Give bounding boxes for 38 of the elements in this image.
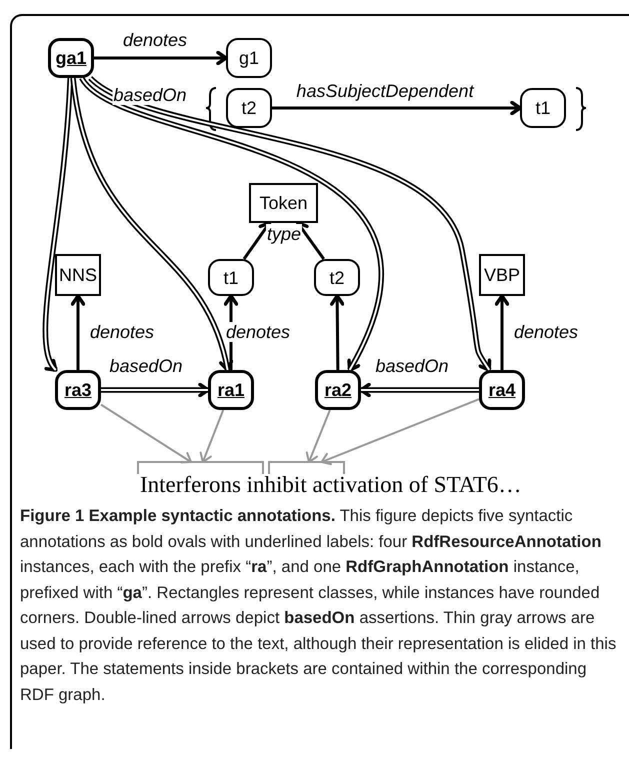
figure-caption: Figure 1 Example syntactic annotations. This figure depicts five syntactic annotations as bold ovals with underlined labels: four RdfResourceAnnotation instances, each with the prefix “ra”, and one RdfGraphAnnotation instance, prefixed with “ga”. Rectangles represent classes, while instances have rounded corners. Double-lined arrows depict basedOn assertions. Thin gray arrows are used to provide reference to the text, although their representation is elided in this paper. The statements inside brackets are contained within the corresponding RDF graph. xyxy=(20,506,618,706)
arrow xyxy=(272,100,522,116)
arrow xyxy=(94,50,228,66)
class-box: VBP xyxy=(479,254,525,296)
double-line-arrow xyxy=(80,76,384,372)
instance-node: t2 xyxy=(314,259,360,296)
double-line-arrow xyxy=(101,382,210,398)
instance-node: t1 xyxy=(208,259,254,296)
arrow xyxy=(200,410,224,463)
double-line-arrow xyxy=(70,78,233,372)
instance-node: t1 xyxy=(520,88,566,128)
instance-node: g1 xyxy=(226,38,272,78)
edge-label: type xyxy=(266,224,302,244)
arrow xyxy=(330,294,344,370)
arrow xyxy=(100,404,192,464)
arrow xyxy=(242,221,272,260)
arrow xyxy=(296,221,325,260)
annotation-node: ga1 xyxy=(48,38,94,78)
annotation-node: ra2 xyxy=(315,370,361,410)
annotation-node: ra4 xyxy=(479,370,525,410)
edge-label: denotes xyxy=(224,322,292,342)
arrow xyxy=(494,294,510,370)
class-box: NNS xyxy=(55,254,101,296)
arrow xyxy=(306,410,331,463)
double-line-arrow xyxy=(88,76,492,372)
sentence-text: Interferons inhibit activation of STAT6… xyxy=(140,472,522,498)
annotation-node: ra3 xyxy=(55,370,101,410)
edge-label: basedOn xyxy=(112,85,188,105)
arrow xyxy=(70,294,86,370)
class-box: Token xyxy=(249,183,318,223)
instance-node: t2 xyxy=(226,88,272,128)
text-span-bracket xyxy=(268,461,345,474)
annotation-node: ra1 xyxy=(208,370,254,410)
edge-label: hasSubjectDependent xyxy=(295,81,475,101)
double-line-arrow xyxy=(359,382,479,398)
text-span-bracket xyxy=(137,461,264,474)
double-line-arrow xyxy=(42,78,73,372)
arrow xyxy=(320,398,480,466)
